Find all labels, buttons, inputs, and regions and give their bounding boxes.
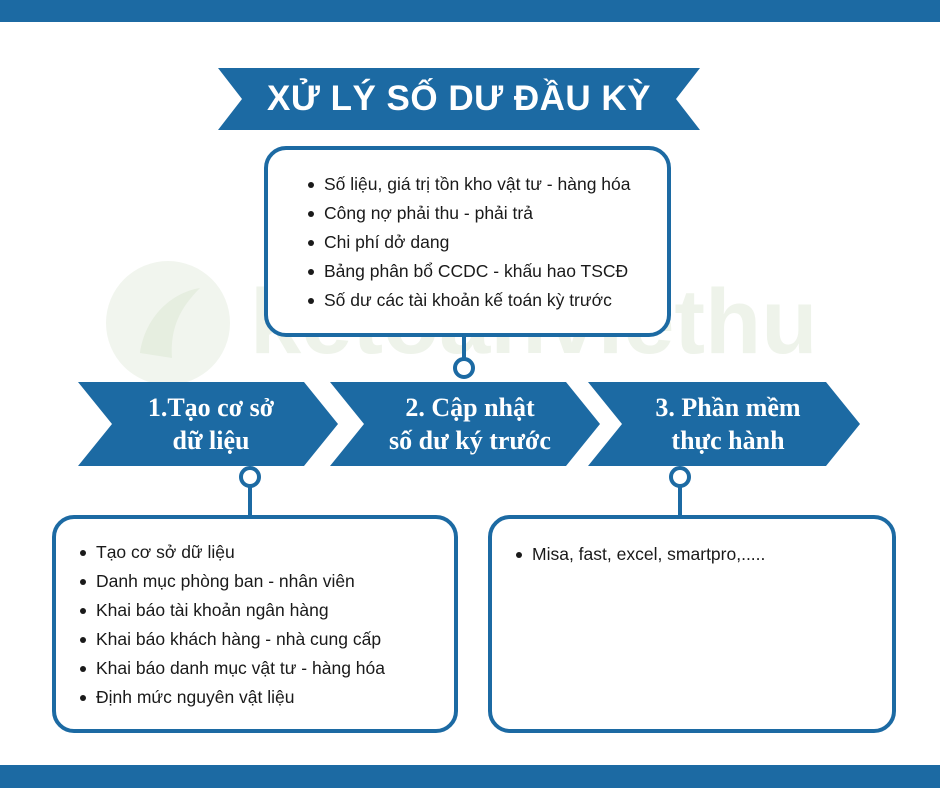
- top-info-box: Số liệu, giá trị tồn kho vật tư - hàng h…: [264, 146, 671, 337]
- list-item: Định mức nguyên vật liệu: [78, 683, 454, 712]
- bottom-band: [0, 765, 940, 788]
- list-item: Misa, fast, excel, smartpro,.....: [514, 540, 892, 569]
- step-3-line-2: thực hành: [671, 426, 785, 455]
- list-item: Số liệu, giá trị tồn kho vật tư - hàng h…: [306, 170, 667, 199]
- step-3-line-1: 3. Phần mềm: [655, 393, 801, 422]
- step-1-arrow: 1.Tạo cơ sở dữ liệu: [78, 382, 338, 466]
- list-item: Công nợ phải thu - phải trả: [306, 199, 667, 228]
- top-band: [0, 0, 940, 22]
- list-item: Khai báo khách hàng - nhà cung cấp: [78, 625, 454, 654]
- step-2-line-1: 2. Cập nhật: [405, 393, 535, 422]
- list-item: Khai báo tài khoản ngân hàng: [78, 596, 454, 625]
- left-info-box: Tạo cơ sở dữ liệu Danh mục phòng ban - n…: [52, 515, 458, 733]
- right-info-box: Misa, fast, excel, smartpro,.....: [488, 515, 896, 733]
- top-info-list: Số liệu, giá trị tồn kho vật tư - hàng h…: [306, 170, 667, 315]
- connector-node-left: [239, 466, 261, 488]
- watermark-leaf-icon: [140, 288, 200, 358]
- list-item: Danh mục phòng ban - nhân viên: [78, 567, 454, 596]
- page-title: XỬ LÝ SỐ DƯ ĐẦU KỲ: [266, 79, 652, 118]
- step-1-line-2: dữ liệu: [172, 426, 250, 455]
- step-1-label: 1.Tạo cơ sở dữ liệu: [98, 382, 324, 466]
- right-info-list: Misa, fast, excel, smartpro,.....: [514, 540, 892, 569]
- step-3-label: 3. Phần mềm thực hành: [610, 382, 846, 466]
- step-3-arrow: 3. Phần mềm thực hành: [588, 382, 860, 466]
- list-item: Số dư các tài khoản kế toán kỳ trước: [306, 286, 667, 315]
- step-2-label: 2. Cập nhật số dư ký trước: [352, 382, 588, 466]
- step-2-arrow: 2. Cập nhật số dư ký trước: [330, 382, 600, 466]
- list-item: Chi phí dở dang: [306, 228, 667, 257]
- left-info-list: Tạo cơ sở dữ liệu Danh mục phòng ban - n…: [78, 538, 454, 712]
- title-banner: XỬ LÝ SỐ DƯ ĐẦU KỲ: [218, 68, 700, 130]
- list-item: Bảng phân bổ CCDC - khấu hao TSCĐ: [306, 257, 667, 286]
- list-item: Tạo cơ sở dữ liệu: [78, 538, 454, 567]
- list-item: Khai báo danh mục vật tư - hàng hóa: [78, 654, 454, 683]
- step-1-line-1: 1.Tạo cơ sở: [147, 393, 275, 422]
- connector-node-right: [669, 466, 691, 488]
- step-2-line-2: số dư ký trước: [389, 426, 551, 455]
